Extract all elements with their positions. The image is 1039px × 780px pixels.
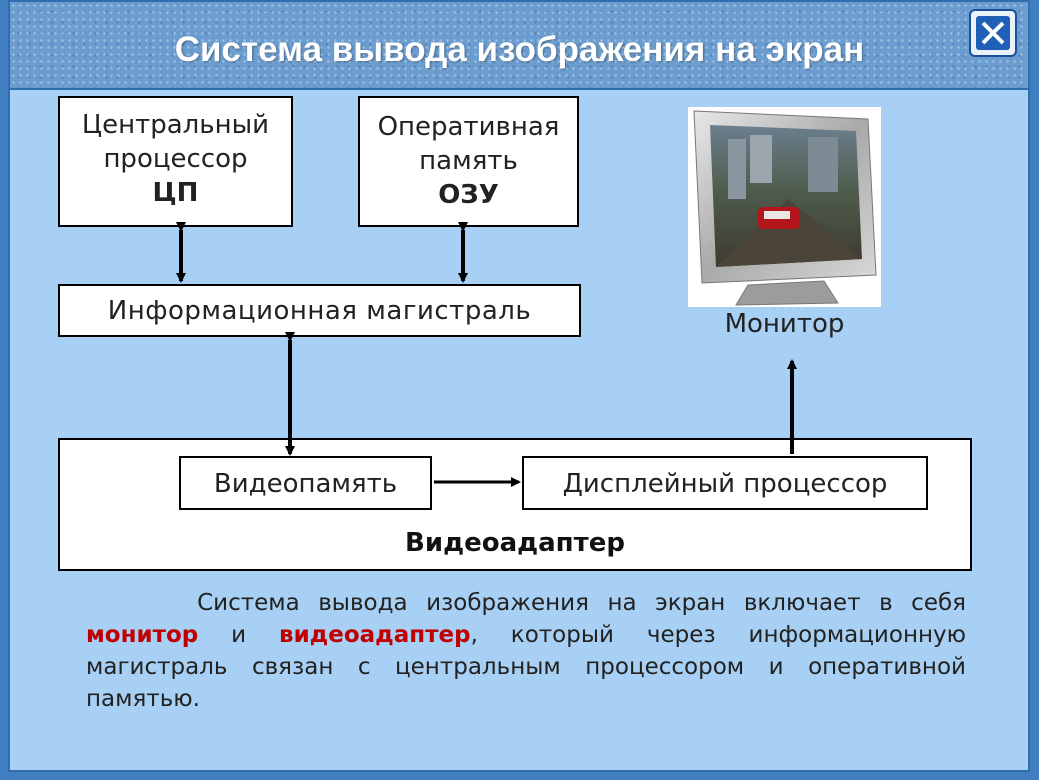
- highlight-videoadapter: видеоадаптер: [279, 622, 471, 648]
- video-memory-label: Видеопамять: [213, 469, 398, 499]
- monitor-icon: [693, 110, 877, 306]
- cpu-abbr: ЦП: [152, 178, 199, 208]
- cpu-line1: Центральный: [81, 110, 270, 140]
- ram-line1: Оперативная: [377, 112, 560, 142]
- description-part1: Система вывода изображения на экран вклю…: [197, 590, 966, 616]
- header-bar: [10, 2, 1028, 90]
- cpu-line2: процессор: [103, 144, 248, 174]
- cpu-box: Центральный процессор ЦП: [58, 96, 293, 227]
- monitor-label: Монитор: [724, 309, 845, 339]
- display-processor-label: Дисплейный процессор: [562, 469, 888, 499]
- ram-line2: память: [419, 146, 518, 176]
- close-x-icon: [976, 16, 1010, 50]
- video-adapter-label: Видеоадаптер: [405, 528, 625, 558]
- ram-box: Оперативная память ОЗУ: [358, 96, 579, 227]
- description-text: Система вывода изображения на экран вклю…: [86, 587, 966, 715]
- highlight-monitor: монитор: [86, 622, 199, 648]
- ram-abbr: ОЗУ: [438, 180, 499, 210]
- monitor-image: [688, 107, 881, 307]
- page-title: Система вывода изображения на экран: [174, 30, 865, 69]
- description-part3: , который через информационную магистрал…: [86, 622, 966, 712]
- description-part2: и: [198, 622, 280, 648]
- video-memory-box: Видеопамять: [179, 456, 432, 510]
- bus-box: Информационная магистраль: [58, 284, 581, 337]
- close-button[interactable]: [969, 9, 1017, 57]
- display-processor-box: Дисплейный процессор: [522, 456, 928, 510]
- bus-label: Информационная магистраль: [107, 296, 532, 326]
